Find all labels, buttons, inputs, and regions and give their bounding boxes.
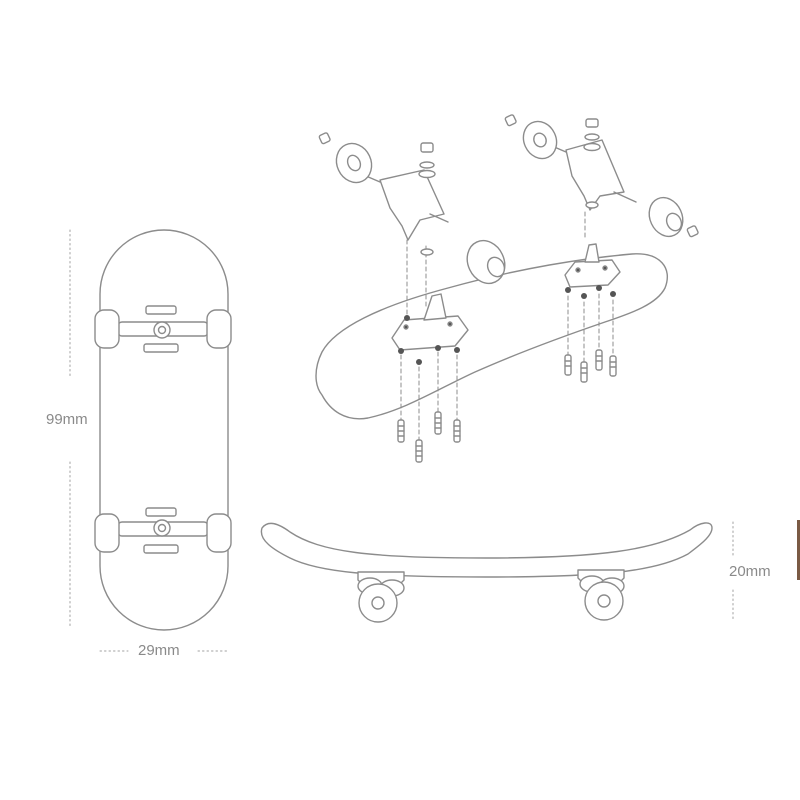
mount-dots: [398, 285, 616, 365]
wheel-rear-right-exploded: [648, 196, 684, 238]
exploded-view: [315, 114, 699, 463]
truck-front-exploded: [318, 132, 506, 285]
screws-rear: [564, 349, 617, 383]
length-dimension-label: 99mm: [44, 411, 90, 429]
baseplate-rear: [564, 243, 621, 288]
image-edge-strip: [797, 520, 800, 580]
hanger-front: [379, 169, 445, 241]
wheel-bottom-left: [94, 513, 120, 553]
side-view: [260, 522, 713, 623]
truck-rear-exploded: [504, 114, 699, 238]
dimension-guides: [69, 229, 734, 652]
wheel-top-left: [94, 309, 120, 349]
deck-side: [260, 522, 713, 578]
deck-outline-top: [99, 229, 229, 631]
screws-front: [397, 411, 461, 463]
wheel-top-right: [206, 309, 232, 349]
truck-rear-top: [94, 507, 232, 554]
truck-front-side: [357, 571, 405, 623]
truck-front-top: [94, 305, 232, 353]
wheel-bottom-right: [206, 513, 232, 553]
deck-exploded: [315, 253, 668, 420]
height-dimension-label: 20mm: [727, 563, 773, 581]
explode-guides: [400, 211, 614, 441]
truck-rear-side: [577, 569, 625, 621]
width-dimension-label: 29mm: [136, 642, 182, 660]
top-view-board: [94, 229, 232, 631]
